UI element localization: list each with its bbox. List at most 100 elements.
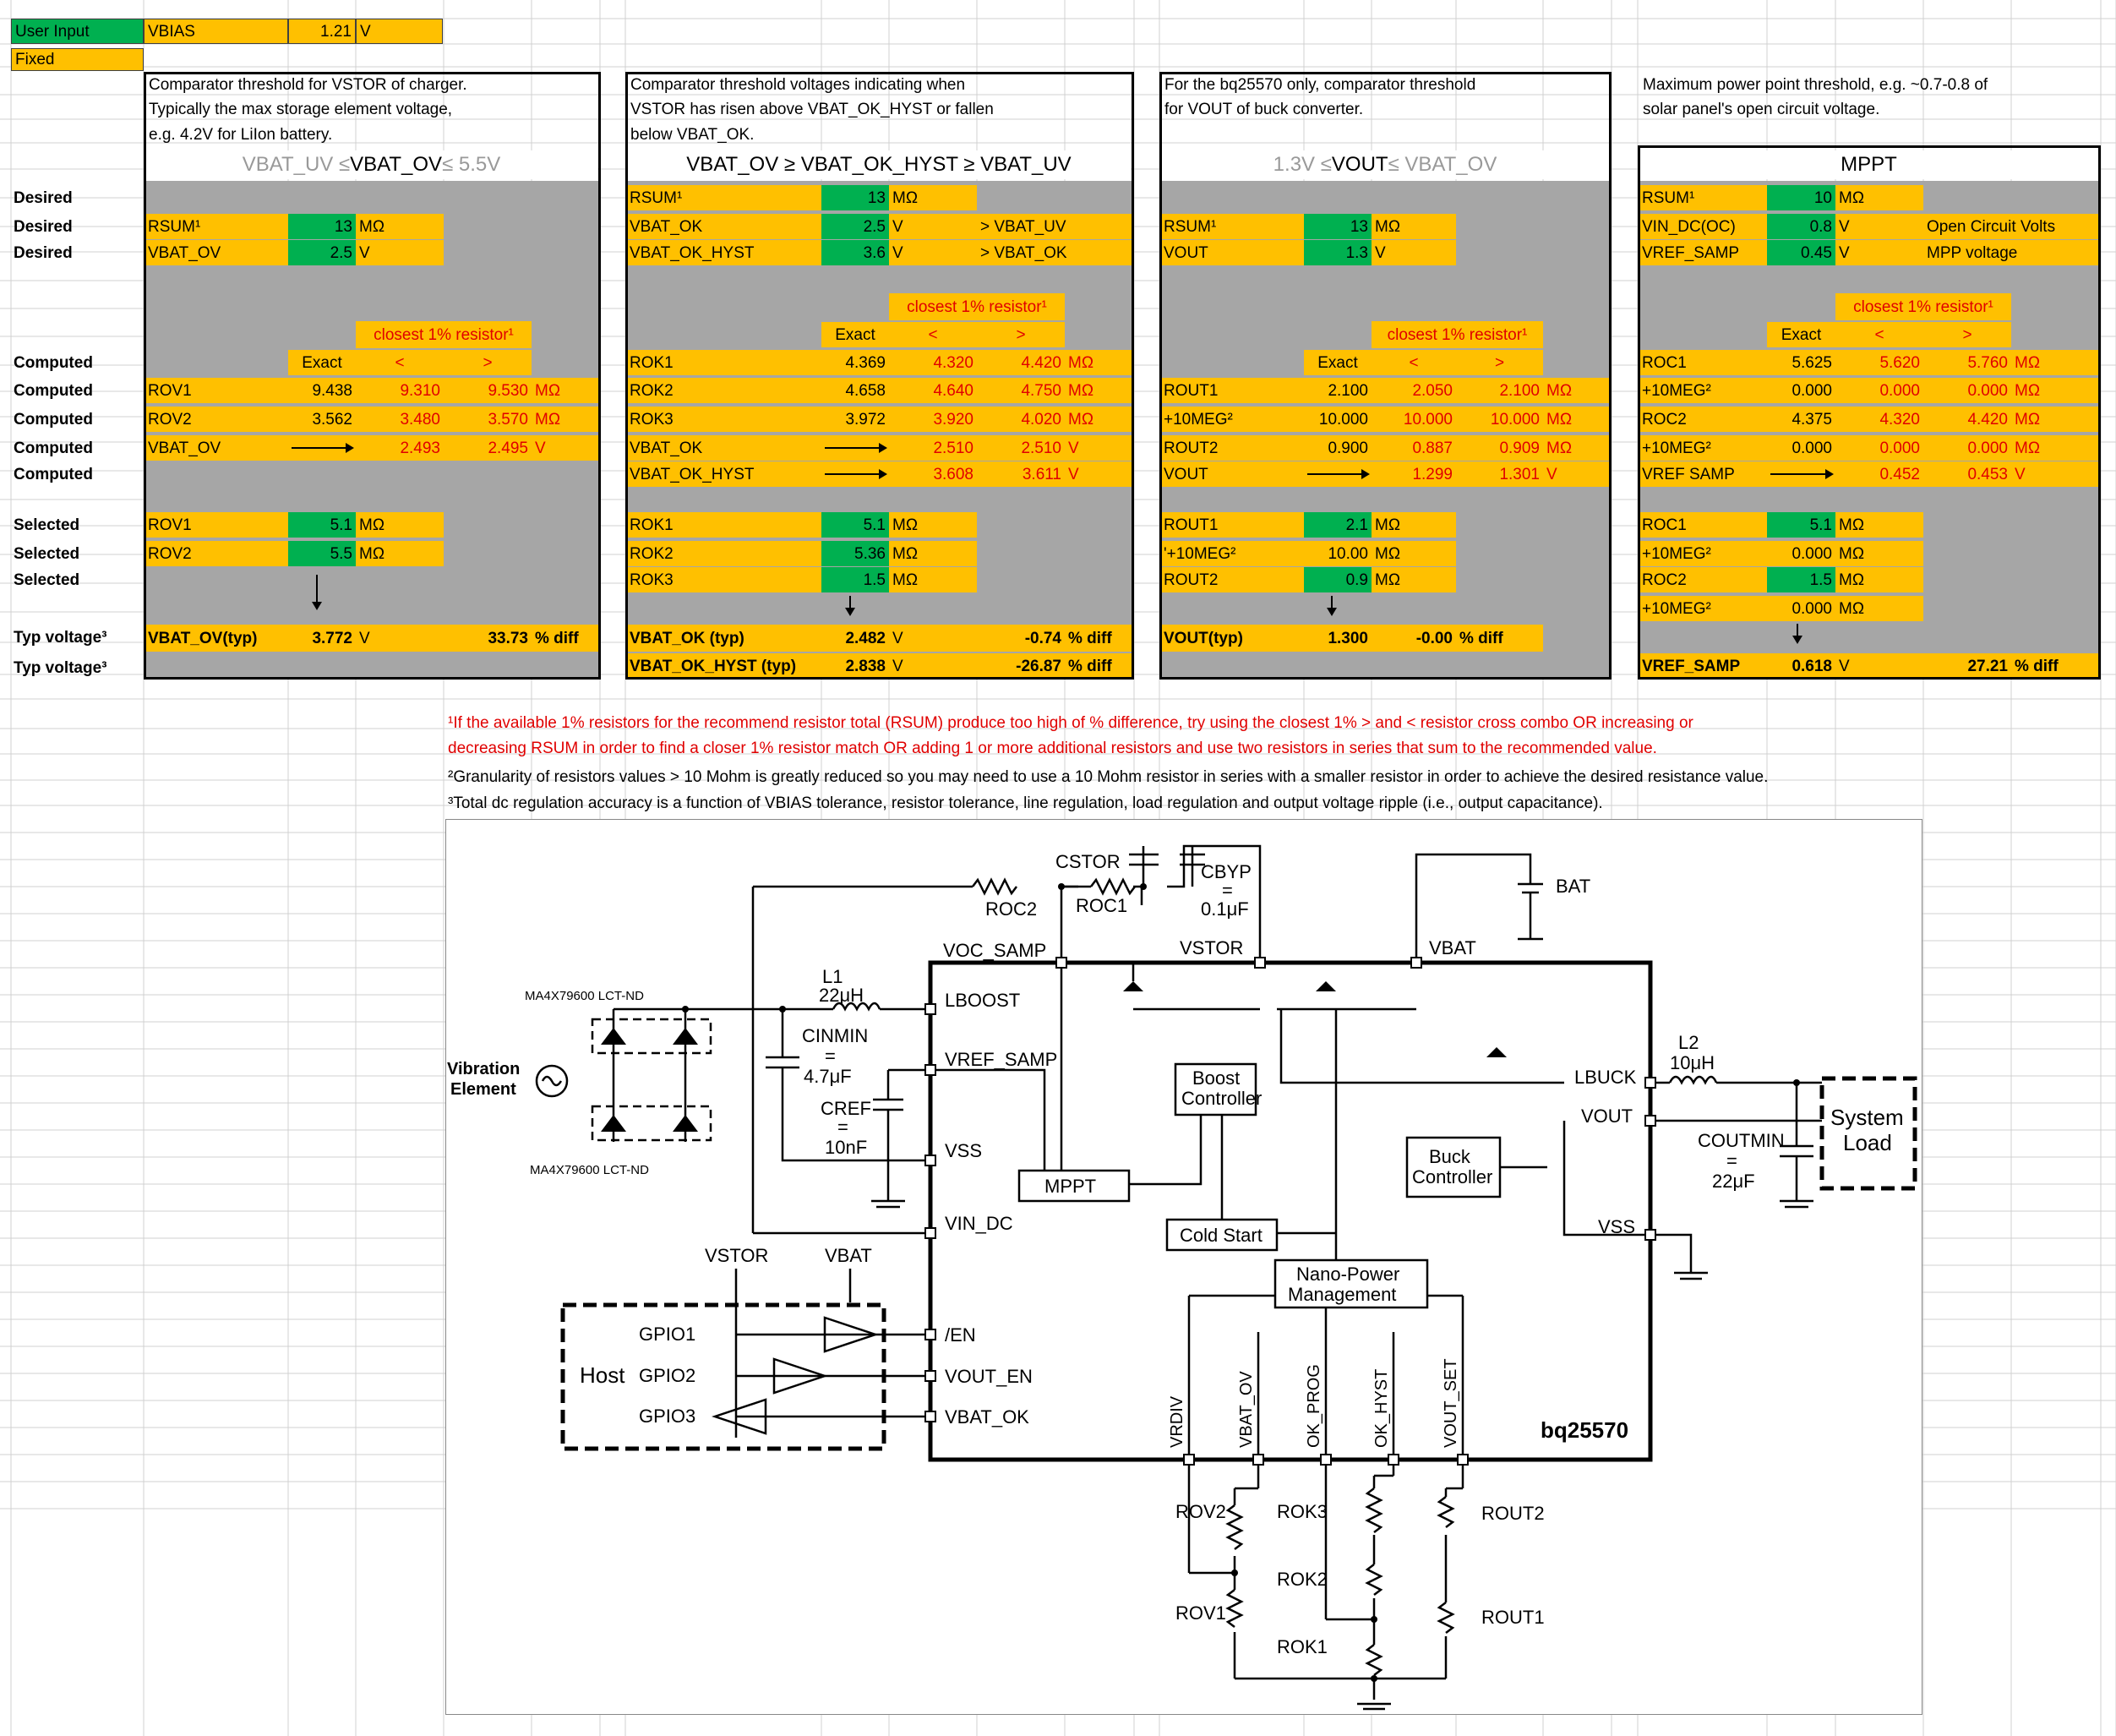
out-sel-rout2-value[interactable]: 0.9 <box>1304 567 1372 592</box>
ov-sel-rov1-label: ROV1 <box>145 512 288 538</box>
out-vout-unit: V <box>1372 240 1456 265</box>
ok-rsum-value[interactable]: 13 <box>821 185 889 210</box>
out-sel-ten-value: 10.00 <box>1304 541 1372 566</box>
rok3-resistor <box>1365 1488 1383 1533</box>
mppt-vin-value[interactable]: 0.8 <box>1767 214 1835 239</box>
label-boost-2: Controller <box>1181 1088 1262 1109</box>
out-exact-head: Exact <box>1304 350 1372 375</box>
label-vout-set: VOUT_SET <box>1442 1358 1460 1448</box>
out-vout-label: VOUT <box>1160 240 1304 265</box>
mppt-sel-roc2-value[interactable]: 1.5 <box>1767 567 1835 592</box>
ov-vbat-ov-value[interactable]: 2.5 <box>288 240 356 265</box>
label-vstor: VSTOR <box>1180 937 1243 958</box>
ok-vbat-ok-hyst-value[interactable]: 3.6 <box>821 240 889 265</box>
mppt-typ-unit: V <box>1835 653 1923 679</box>
label-lbuck: LBUCK <box>1574 1067 1637 1088</box>
mppt-sel-roc2-label: ROC2 <box>1639 567 1767 592</box>
ov-rsum-label: RSUM¹ <box>145 214 288 239</box>
ok-vbat-ok-computed-label: VBAT_OK <box>626 435 821 461</box>
ok-vbat-ok-value[interactable]: 2.5 <box>821 214 889 239</box>
label-cbyp: CBYP <box>1201 861 1252 882</box>
legend-user-input: User Input <box>11 19 144 44</box>
label-host-vbat: VBAT <box>825 1245 872 1266</box>
label-vss-right: VSS <box>1598 1216 1635 1237</box>
mppt-rsum-value[interactable]: 10 <box>1767 185 1835 210</box>
ok-sel-rok2-unit: MΩ <box>889 541 977 566</box>
ok-vbat-ok-hyst-label: VBAT_OK_HYST <box>626 240 821 265</box>
label-l1: L1 <box>822 966 843 987</box>
label-vrdiv: VRDIV <box>1168 1395 1186 1448</box>
mppt-ten1-unit: MΩ <box>2011 378 2100 403</box>
vbias-value[interactable]: 1.21 <box>288 19 356 44</box>
label-vref-samp: VREF_SAMP <box>945 1049 1057 1070</box>
out-rout2-hi: 0.909 <box>1456 435 1543 461</box>
row-label-typ-2: Typ voltage³ <box>14 659 107 677</box>
label-nano-1: Nano-Power <box>1296 1264 1399 1285</box>
ok-typ-unit: V <box>889 625 977 652</box>
ov-typ-diff: 33.73 <box>444 625 532 652</box>
ok-rok2-lo: 4.640 <box>889 378 977 403</box>
ov-rov1-label: ROV1 <box>145 378 288 403</box>
mppt-desc-1: Maximum power point threshold, e.g. ~0.7… <box>1643 76 1988 94</box>
out-ten-lo: 10.000 <box>1372 407 1456 432</box>
mppt-sel-roc2-unit: MΩ <box>1835 567 1923 592</box>
label-voc-samp: VOC_SAMP <box>943 940 1046 961</box>
label-en: /EN <box>945 1324 976 1346</box>
rok2-resistor <box>1365 1564 1383 1596</box>
ok-lt-head: < <box>889 322 977 347</box>
mppt-sel-roc1-value[interactable]: 5.1 <box>1767 512 1835 538</box>
label-cout-eq: = <box>1726 1150 1737 1171</box>
ok-vbat-ok-hi: 2.510 <box>977 435 1065 461</box>
mppt-sel-ten1-label: +10MEG² <box>1639 541 1767 566</box>
ok-rok3-label: ROK3 <box>626 407 821 432</box>
ok-sel-rok2-value[interactable]: 5.36 <box>821 541 889 566</box>
label-gpio2: GPIO2 <box>639 1365 695 1386</box>
mppt-roc2-exact: 4.375 <box>1767 407 1835 432</box>
ov-sel-rov1-value[interactable]: 5.1 <box>288 512 356 538</box>
ok-sel-rok3-value[interactable]: 1.5 <box>821 567 889 592</box>
out-vout-value[interactable]: 1.3 <box>1304 240 1372 265</box>
mppt-vref-lo: 0.452 <box>1835 461 1923 487</box>
boost-controller-box <box>1174 1062 1257 1116</box>
label-l2-val: 10μH <box>1670 1052 1715 1073</box>
ov-rov2-lo: 3.480 <box>356 407 444 432</box>
label-cbyp-val: 0.1μF <box>1201 898 1249 920</box>
out-gt-head: > <box>1456 350 1543 375</box>
mppt-rsum-unit: MΩ <box>1835 185 1923 210</box>
out-sel-rout1-label: ROUT1 <box>1160 512 1304 538</box>
label-cref-eq: = <box>837 1116 848 1138</box>
ok-sel-rok1-label: ROK1 <box>626 512 821 538</box>
mppt-ten2-label: +10MEG² <box>1639 435 1767 461</box>
ok-gt-head: > <box>977 322 1065 347</box>
mppt-roc2-label: ROC2 <box>1639 407 1767 432</box>
label-ok-hyst: OK_HYST <box>1372 1369 1391 1448</box>
ok-typ-label: VBAT_OK (typ) <box>626 625 821 652</box>
label-bat: BAT <box>1556 876 1590 897</box>
ov-rov1-exact: 9.438 <box>288 378 356 403</box>
ov-sel-rov2-value[interactable]: 5.5 <box>288 541 356 566</box>
out-rout2-exact: 0.900 <box>1304 435 1372 461</box>
ov-rsum-value[interactable]: 13 <box>288 214 356 239</box>
mppt-sel-ten1-unit: MΩ <box>1835 541 1923 566</box>
label-system-2: Load <box>1843 1130 1892 1155</box>
label-diode-top: MA4X79600 LCT-ND <box>525 989 644 1003</box>
out-rsum-value[interactable]: 13 <box>1304 214 1372 239</box>
label-rok1: ROK1 <box>1277 1636 1328 1657</box>
ok-sel-rok1-value[interactable]: 5.1 <box>821 512 889 538</box>
ok-right-arrow-2 <box>825 469 887 479</box>
mppt-sel-ten2-value: 0.000 <box>1767 596 1835 621</box>
rok1-resistor <box>1365 1644 1383 1676</box>
ov-vbat-ov-computed-label: VBAT_OV <box>145 435 288 461</box>
out-sel-rout1-unit: MΩ <box>1372 512 1456 538</box>
mppt-typ-value: 0.618 <box>1767 653 1835 679</box>
label-l2: L2 <box>1678 1032 1699 1053</box>
rov1-resistor <box>1225 1589 1244 1628</box>
ov-vbat-ov-unit: V <box>356 240 444 265</box>
ok-rsum-label: RSUM¹ <box>626 185 821 210</box>
mppt-vref-value[interactable]: 0.45 <box>1767 240 1835 265</box>
ov-typ-label: VBAT_OV(typ) <box>145 625 288 652</box>
out-typ-diff-unit: % diff <box>1456 625 1543 652</box>
mppt-ten2-lo: 0.000 <box>1835 435 1923 461</box>
label-rout1: ROUT1 <box>1481 1607 1545 1628</box>
out-sel-rout1-value[interactable]: 2.1 <box>1304 512 1372 538</box>
